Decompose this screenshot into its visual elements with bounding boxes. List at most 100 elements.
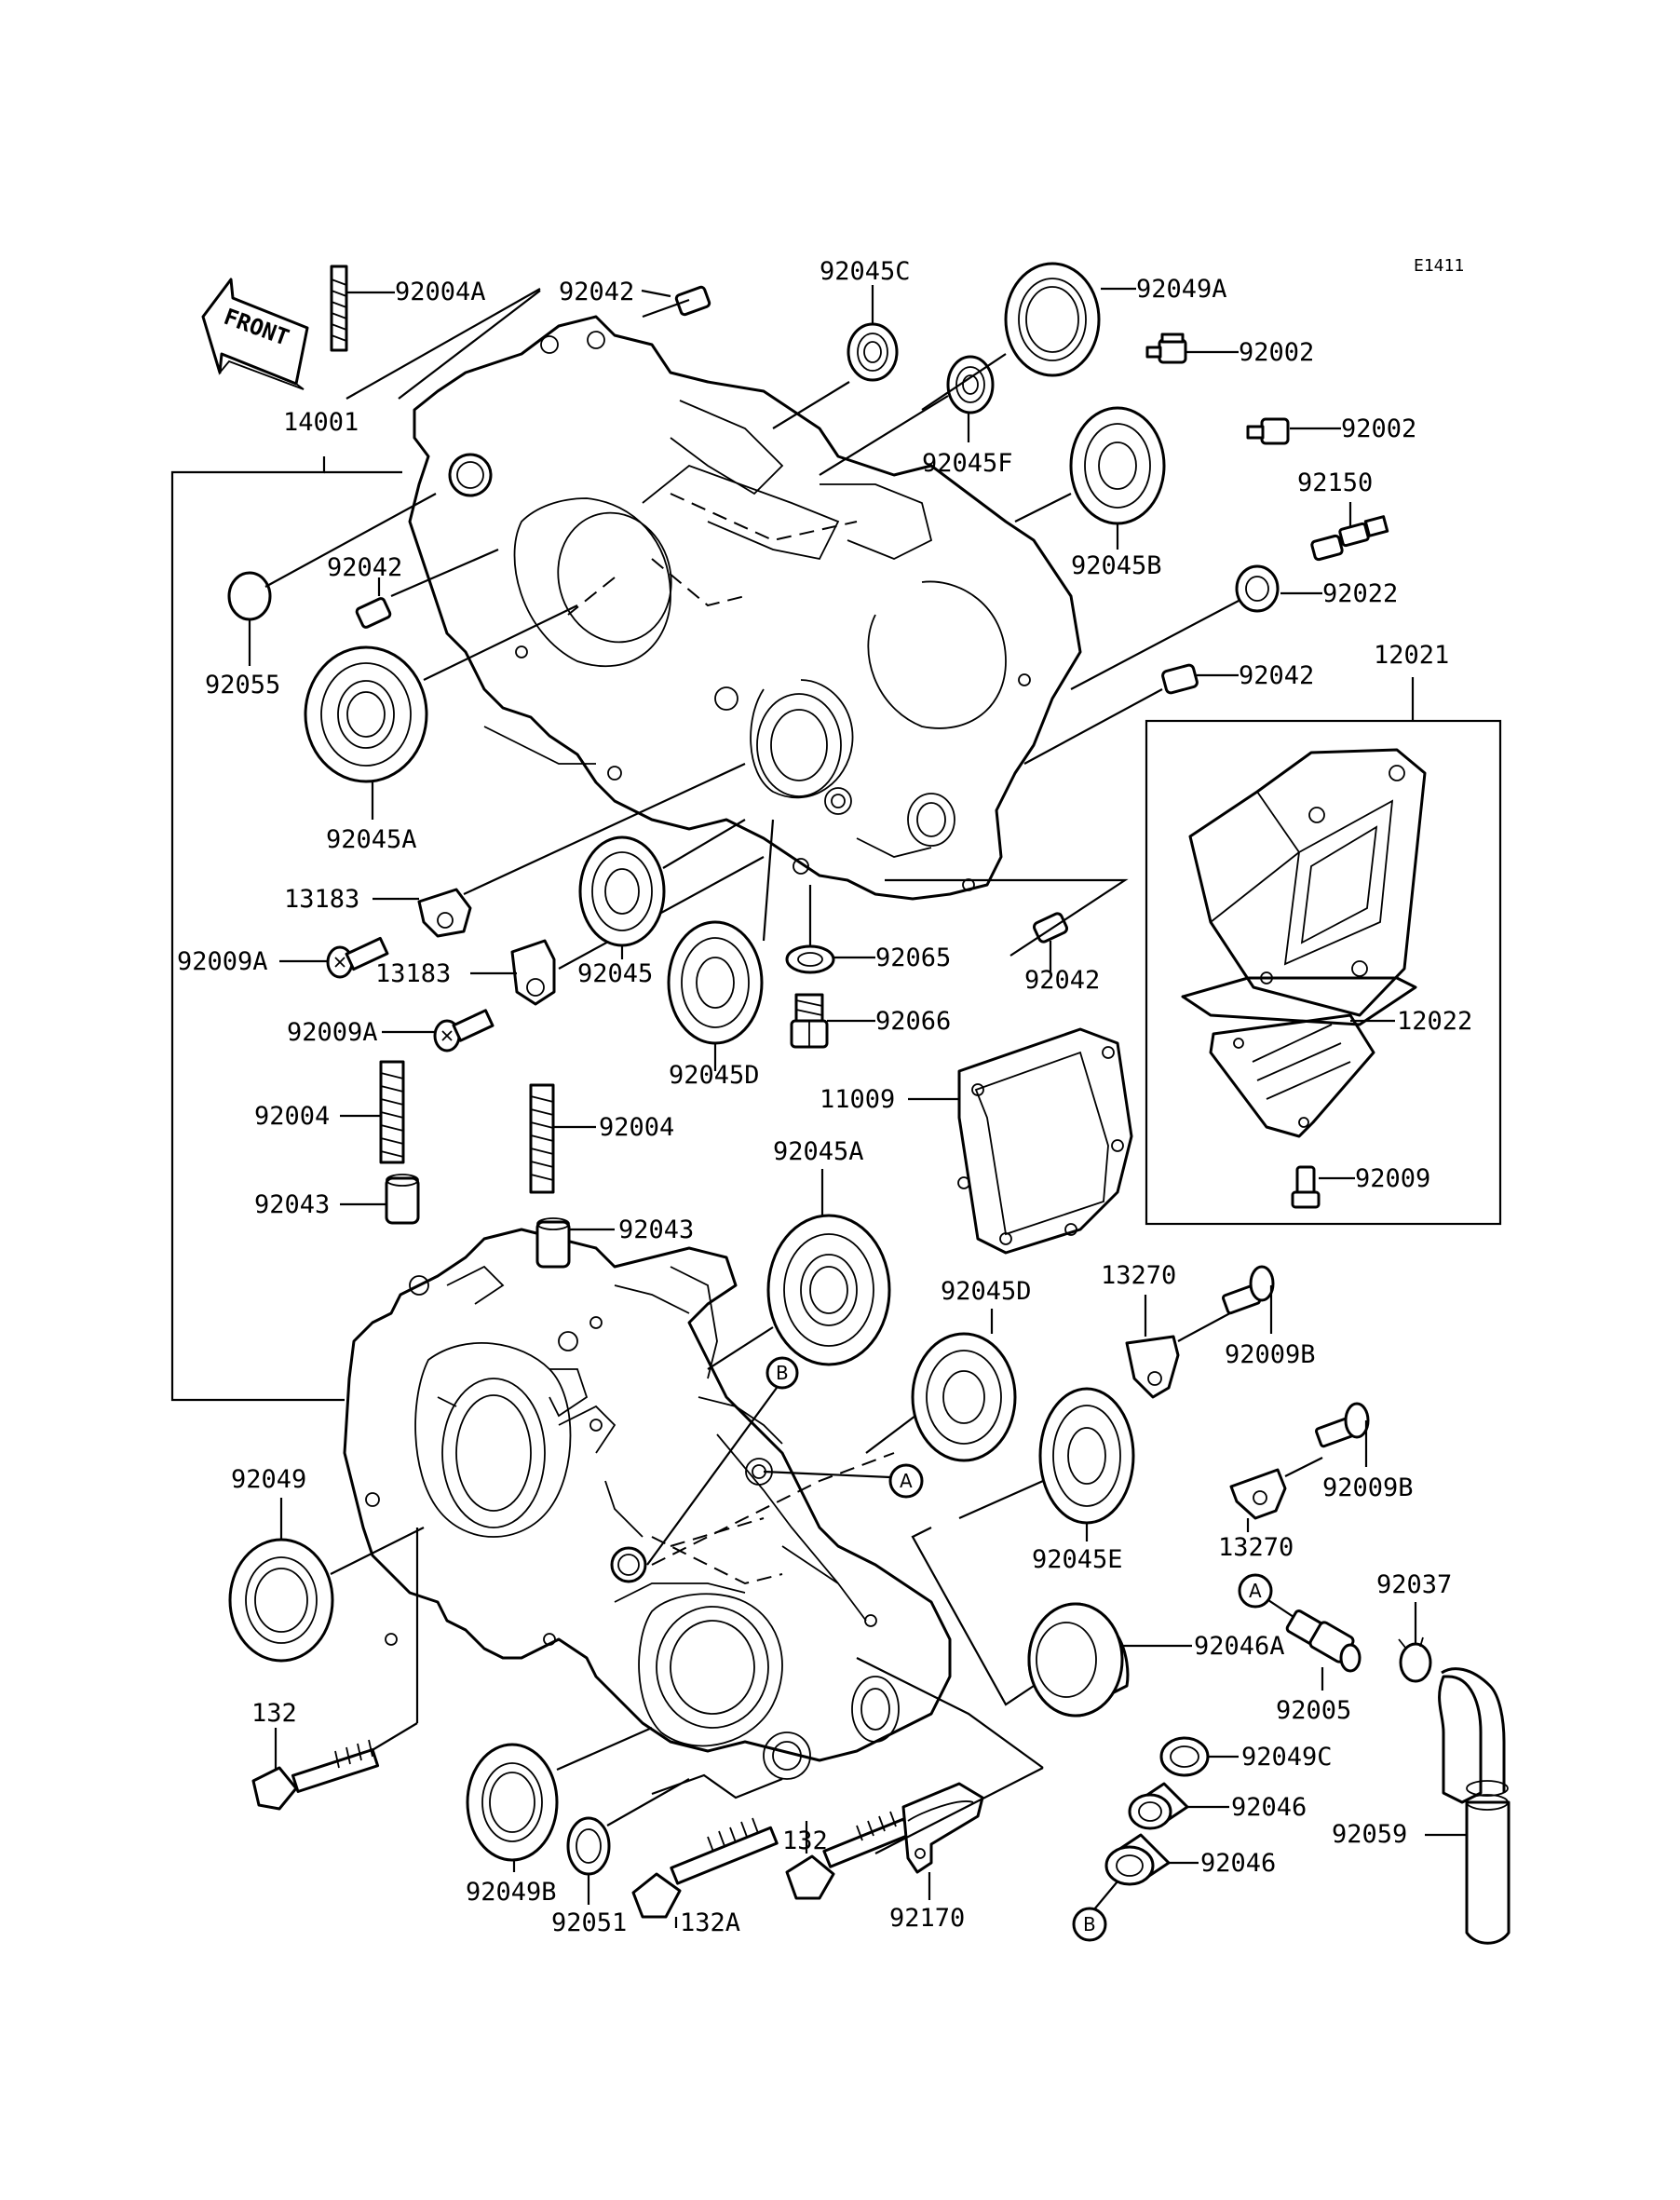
part-92009A-screw-a [326, 936, 389, 979]
label-92055: 92055 [205, 671, 280, 699]
diagram-code: E1411 [1414, 256, 1464, 276]
label-92009B-b: 92009B [1322, 1473, 1414, 1502]
part-132-bolt-left [251, 1739, 380, 1811]
label-92045A-lower: 92045A [773, 1137, 864, 1166]
label-14001: 14001 [283, 408, 359, 437]
part-92042-dowel [674, 285, 711, 317]
label-13183-b: 13183 [375, 959, 451, 988]
part-92065-washer [785, 944, 835, 974]
part-92004-stud-a [379, 1060, 405, 1164]
label-92051: 92051 [551, 1908, 627, 1937]
part-92049A-oil-seal [1004, 262, 1101, 377]
label-132-middle: 132 [782, 1827, 828, 1855]
label-12021: 12021 [1374, 641, 1449, 670]
part-92043-dowel-a [385, 1174, 420, 1225]
part-92066-drain-plug [790, 993, 829, 1049]
label-92043-b: 92043 [618, 1215, 694, 1244]
front-arrow-icon: FRONT [201, 278, 309, 390]
label-92042: 92042 [559, 278, 634, 306]
label-92045D-upper: 92045D [669, 1061, 760, 1090]
label-92059: 92059 [1332, 1820, 1407, 1849]
label-92045F: 92045F [922, 449, 1013, 478]
part-92004A-stud [330, 265, 348, 352]
part-92045-bearing [578, 835, 666, 947]
label-92002-b: 92002 [1341, 414, 1416, 443]
part-92059-hose [1438, 1667, 1511, 1945]
label-92042-right: 92042 [1239, 661, 1314, 690]
part-92045F-bearing [946, 355, 995, 414]
part-11009-gasket [957, 1027, 1133, 1255]
part-92005-fitting [1285, 1609, 1362, 1673]
label-92065: 92065 [875, 944, 951, 972]
part-92049C-seal [1159, 1736, 1210, 1777]
label-92042-left: 92042 [327, 553, 402, 582]
label-132A: 132A [680, 1908, 740, 1937]
label-92045D-lower: 92045D [941, 1277, 1032, 1306]
label-132-left: 132 [251, 1699, 297, 1728]
part-92055-o-ring [227, 571, 272, 621]
part-92022-washer [1235, 564, 1280, 613]
part-92170-clamp [901, 1782, 984, 1874]
label-92005: 92005 [1276, 1696, 1351, 1725]
part-92045D-bearing-lower [911, 1332, 1017, 1462]
part-92042-dowel-left [355, 597, 392, 629]
bracket-14001 [170, 456, 345, 1402]
label-92049A: 92049A [1136, 275, 1227, 304]
label-92045E: 92045E [1032, 1545, 1123, 1574]
part-92002-bolt-a [1145, 333, 1187, 364]
label-11009: 11009 [820, 1085, 895, 1114]
part-92150-bolt [1310, 515, 1389, 562]
part-92009B-bolt-b [1315, 1402, 1370, 1448]
part-92049-oil-seal [228, 1538, 334, 1663]
part-92045D-bearing-upper [667, 920, 764, 1045]
label-92046-a: 92046 [1231, 1793, 1307, 1822]
part-92037-clamp [1398, 1636, 1432, 1683]
part-92045A-bearing-lower [766, 1214, 891, 1366]
label-92049C: 92049C [1241, 1743, 1333, 1772]
label-92170: 92170 [889, 1904, 965, 1933]
label-92037: 92037 [1376, 1570, 1452, 1599]
part-92043-dowel-b [535, 1217, 571, 1269]
callout-a-right: A [1238, 1573, 1273, 1609]
svg-text:A: A [1249, 1580, 1262, 1602]
label-92009: 92009 [1355, 1164, 1430, 1193]
label-92004A: 92004A [395, 278, 486, 306]
label-92049: 92049 [231, 1465, 306, 1494]
part-92045A-bearing-upper [304, 645, 428, 783]
part-92009-bolt [1291, 1165, 1321, 1209]
part-92045E-bearing [1038, 1387, 1135, 1525]
label-92046-b: 92046 [1200, 1849, 1276, 1878]
label-92045B: 92045B [1071, 551, 1162, 580]
label-92045C: 92045C [820, 257, 911, 286]
label-92004-b: 92004 [599, 1113, 674, 1142]
part-13183-plate-a [417, 888, 472, 938]
part-92042-dowel-right [1161, 663, 1199, 695]
label-92049B: 92049B [466, 1878, 557, 1907]
part-92045C-bearing [847, 322, 899, 382]
label-92009A-b: 92009A [287, 1018, 378, 1047]
reed-valve-block [1181, 748, 1427, 1138]
label-92042-middle: 92042 [1024, 966, 1100, 995]
part-92002-bolt-b [1246, 417, 1290, 445]
label-92045A-upper: 92045A [326, 825, 417, 854]
label-92009B-a: 92009B [1225, 1340, 1316, 1369]
label-92004-a: 92004 [254, 1102, 330, 1131]
part-92051-seal [566, 1816, 611, 1876]
label-92002-a: 92002 [1239, 338, 1314, 367]
label-13183-a: 13183 [284, 885, 359, 914]
svg-text:B: B [1083, 1913, 1096, 1935]
part-92009A-screw-b [433, 1009, 495, 1052]
label-92066: 92066 [875, 1007, 951, 1036]
part-13183-plate-b [510, 939, 556, 1006]
label-92043-a: 92043 [254, 1190, 330, 1219]
label-12022: 12022 [1397, 1007, 1472, 1036]
label-92045: 92045 [577, 959, 653, 988]
svg-text:A: A [900, 1470, 913, 1492]
callout-b-lower: B [1072, 1907, 1107, 1942]
part-132A-bolt [631, 1817, 779, 1919]
label-13270-a: 13270 [1101, 1261, 1176, 1290]
part-92009B-bolt-a [1222, 1265, 1275, 1315]
label-92009A-a: 92009A [177, 947, 268, 976]
part-92046-bushing-a [1128, 1782, 1189, 1830]
svg-text:B: B [776, 1362, 789, 1384]
